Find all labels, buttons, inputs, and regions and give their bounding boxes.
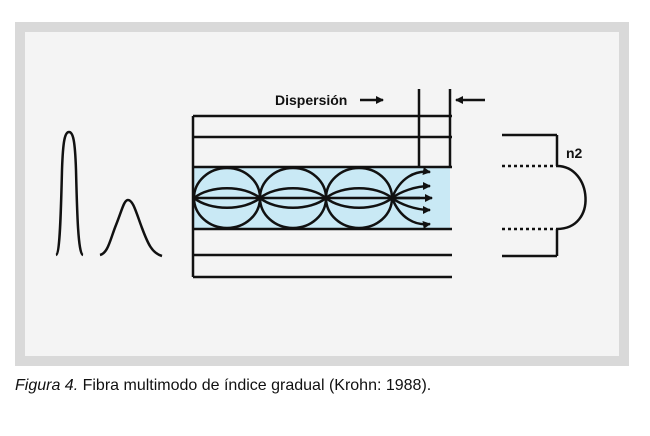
figure-number: Figura 4. [15,377,79,394]
figure-caption: Figura 4. Fibra multimodo de índice grad… [15,377,431,395]
ray-paths [192,166,433,230]
input-pulse [54,130,84,257]
dispersion-markers [360,89,485,167]
caption-text: Fibra multimodo de índice gradual (Krohn… [78,377,432,394]
dispersion-label: Dispersión [275,92,347,108]
index-label: n2 [566,145,583,161]
fiber-layers [191,114,452,279]
index-profile [502,133,587,258]
output-pulse [99,198,163,258]
